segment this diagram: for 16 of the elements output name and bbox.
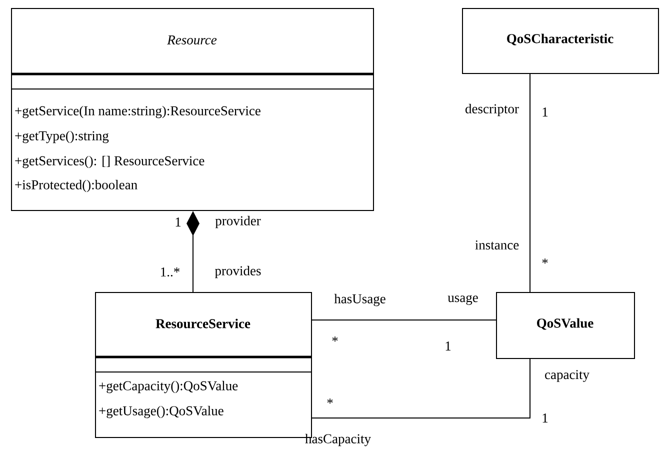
role-label: 1..*: [161, 267, 180, 277]
class-box: Resource +getService(In name:string):ResourceService +getType():string +getServices(): [] ResourceService +isProtected():boolean: [10, 8, 374, 211]
role-label: 1: [542, 414, 548, 422]
association-line: [312, 358, 530, 418]
role-label: 1: [446, 342, 451, 350]
role-label: instance: [475, 240, 519, 250]
role-label: 1: [542, 108, 548, 116]
role-label: *: [542, 258, 548, 264]
class-box: QoSValue: [496, 292, 635, 359]
role-label: hasUsage: [334, 294, 386, 306]
role-label: *: [327, 398, 333, 404]
role-label: usage: [448, 295, 478, 305]
class-box: QoSCharacteristic: [462, 8, 659, 74]
role-label: *: [332, 336, 338, 342]
role-label: provides: [214, 266, 261, 278]
role-label: descriptor: [466, 104, 519, 116]
